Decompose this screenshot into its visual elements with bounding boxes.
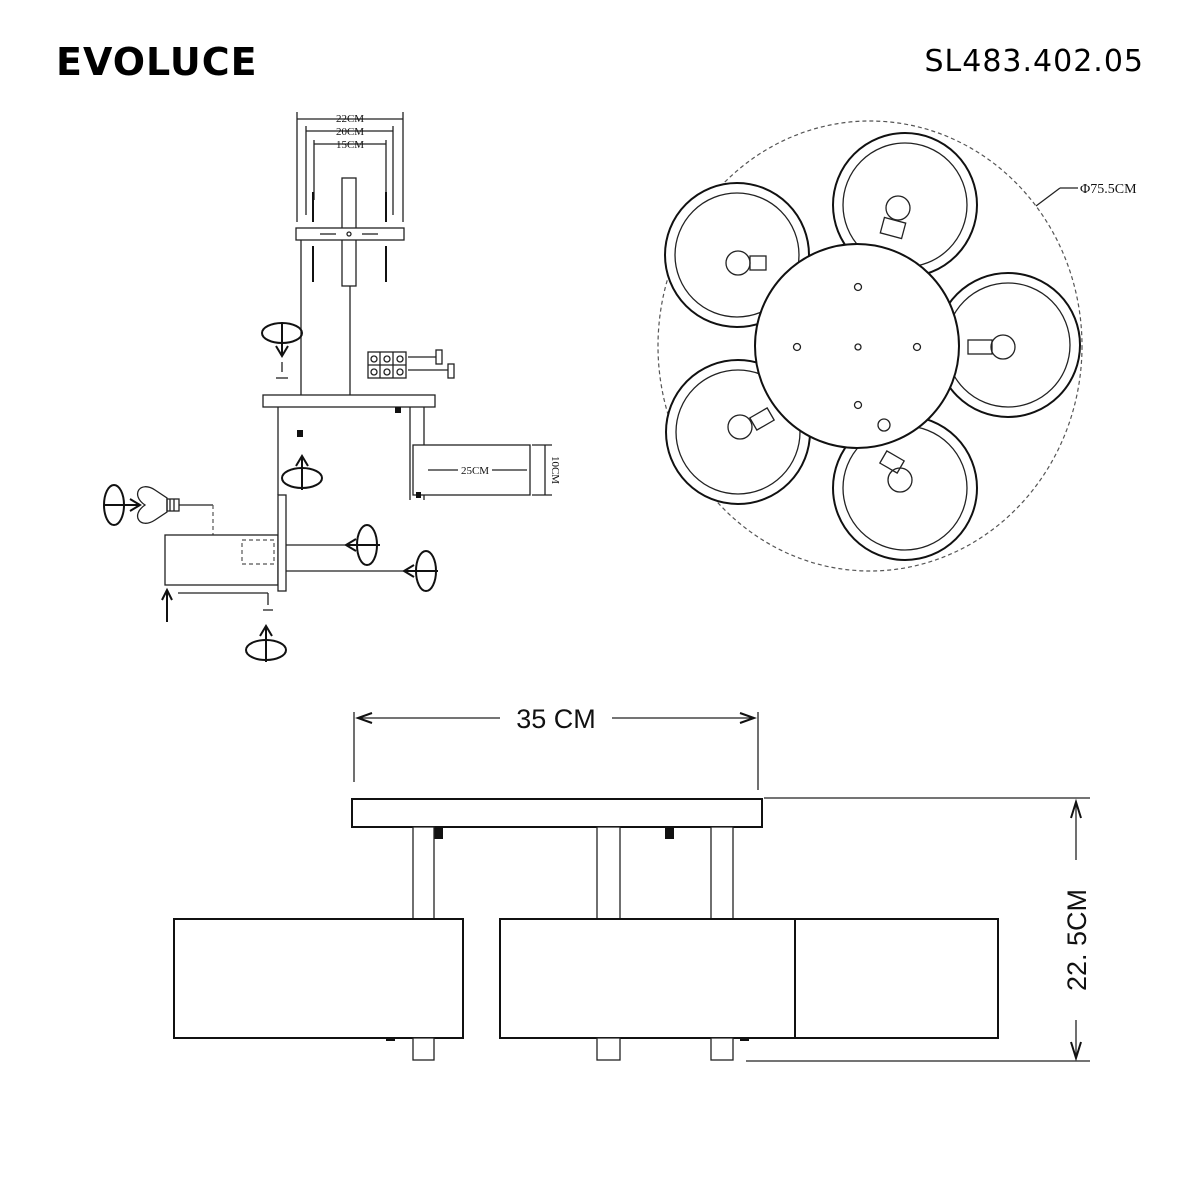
rotate-icon (261, 322, 303, 358)
rotate-icon (402, 550, 438, 592)
rotate-icon (103, 484, 142, 526)
diameter-label: Φ75.5CM (1080, 182, 1137, 197)
center-canopy (754, 243, 960, 449)
outer-diameter-circle (657, 120, 1083, 572)
rotate-icon (245, 624, 287, 662)
dim-10cm: 10CM (549, 456, 561, 484)
side-rod (710, 826, 734, 920)
arm-rod (277, 494, 287, 592)
model-code: SL483.402.05 (924, 44, 1144, 79)
bulb-icon (136, 486, 180, 524)
dim-25cm: 25CM (461, 465, 489, 477)
rotate-icon (281, 454, 323, 490)
side-rod (412, 826, 435, 920)
side-canopy (351, 798, 763, 828)
bulb-icon (878, 450, 913, 493)
side-view-diagram: 35 CM 22. 5CM (173, 704, 1092, 1062)
side-rod (596, 826, 621, 920)
brand-logo: EVOLUCE (56, 40, 258, 84)
bulb-icon (879, 195, 911, 240)
bulb-icon (725, 250, 767, 276)
dim-20cm: 20CM (336, 126, 364, 138)
side-shade-left (173, 918, 464, 1039)
terminal-block (367, 349, 455, 379)
width-label: 35 CM (516, 704, 596, 734)
lamp-body (164, 534, 279, 586)
mounting-plate (295, 227, 405, 241)
rotate-icon (344, 524, 380, 566)
dim-15cm: 15CM (336, 139, 364, 151)
ceiling-canopy (262, 394, 436, 408)
side-shade-middle (499, 918, 796, 1039)
dim-22cm: 22CM (336, 113, 364, 125)
assembly-diagram: 22CM 20CM 15CM (103, 112, 561, 662)
height-label: 22. 5CM (1062, 889, 1092, 991)
side-shade-right (794, 918, 999, 1039)
bulb-icon (727, 407, 776, 440)
bulb-icon (967, 334, 1016, 360)
top-view-diagram: Φ75.5CM (657, 120, 1137, 572)
